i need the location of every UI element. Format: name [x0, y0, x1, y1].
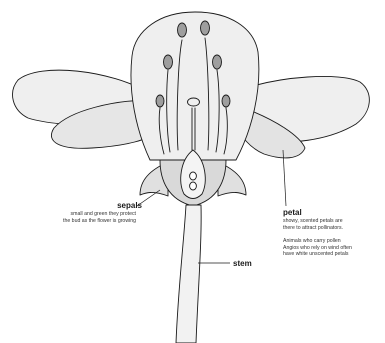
sepals-description-line: small and green they protect: [8, 211, 136, 218]
anther: [201, 21, 210, 35]
petal-description-line: there to attract pollinators.: [283, 225, 383, 232]
anther: [156, 95, 164, 107]
anther: [164, 55, 173, 69]
petal-leader-line: [283, 150, 286, 206]
stem-label: stem: [233, 259, 252, 268]
petal-label: petal: [283, 208, 302, 217]
petal-note: Animals who carry pollen Angios who rely…: [283, 238, 383, 258]
ovule-top: [190, 172, 197, 180]
anther: [213, 55, 222, 69]
petal-note-line: Angios who rely on wind often: [283, 245, 383, 252]
petal-note-line: Animals who carry pollen: [283, 238, 383, 245]
anther: [222, 95, 230, 107]
stigma: [188, 98, 200, 106]
petal-note-line: have white unscented petals: [283, 251, 383, 258]
anther: [178, 23, 187, 37]
petal-description-line: showy, scented petals are: [283, 218, 383, 225]
sepals-description-line: the bud as the flower is growing: [8, 218, 136, 225]
petal-description: showy, scented petals are there to attra…: [283, 218, 383, 231]
sepals-description: small and green they protect the bud as …: [8, 211, 136, 224]
stem: [176, 205, 201, 343]
ovule-bottom: [190, 182, 197, 190]
sepals-label: sepals: [110, 201, 142, 210]
